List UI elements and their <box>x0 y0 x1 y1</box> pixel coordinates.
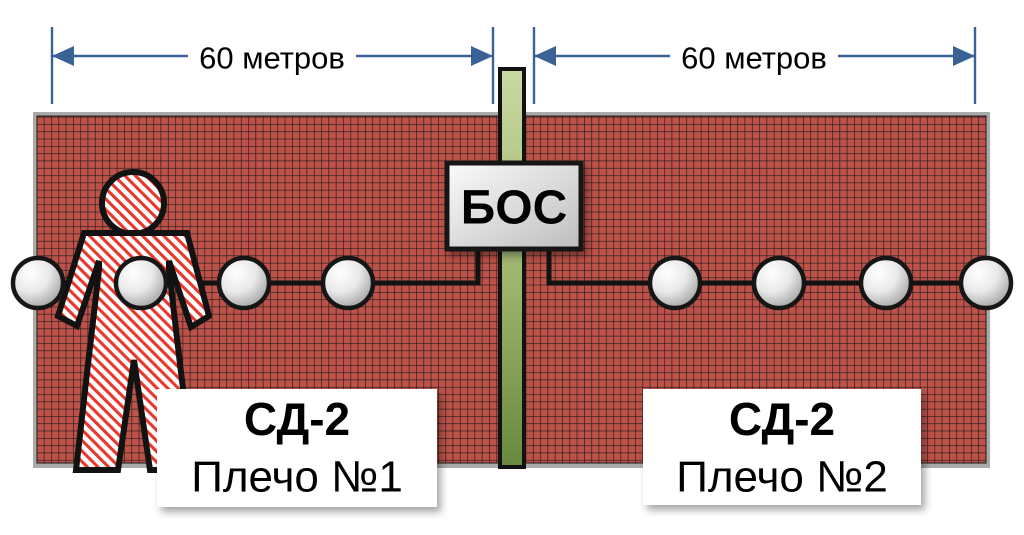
arrowhead-right-icon <box>953 46 975 66</box>
dimension-left: 60 метров <box>50 27 495 104</box>
sensor-node <box>216 255 272 311</box>
arm-label-1: СД-2 Плечо №1 <box>157 389 437 507</box>
sensor-node <box>751 255 807 311</box>
arm-2-title: СД-2 <box>729 393 835 445</box>
dimension-label-backing <box>188 36 356 76</box>
sensor-node <box>10 255 66 311</box>
arm-label-1-card <box>157 389 437 507</box>
sensor-nodes <box>10 255 1014 311</box>
dimension-right-label: 60 метров <box>681 41 827 76</box>
control-unit-box <box>444 160 584 252</box>
arrowhead-right-icon <box>471 46 493 66</box>
control-unit-label: БОС <box>461 182 568 235</box>
dimension-right: 60 метров <box>532 27 977 104</box>
sensor-node <box>858 255 914 311</box>
arm-label-2-card <box>643 389 921 505</box>
sensor-node <box>320 255 376 311</box>
sensor-node <box>647 255 703 311</box>
dimension-left-label: 60 метров <box>199 41 345 76</box>
arm-1-title: СД-2 <box>244 393 350 445</box>
arm-1-subtitle: Плечо №1 <box>191 453 403 502</box>
arm-2-subtitle: Плечо №2 <box>676 453 888 502</box>
center-post <box>498 67 526 469</box>
arm-label-2: СД-2 Плечо №2 <box>643 389 921 505</box>
person-head <box>99 169 167 237</box>
sensor-node <box>958 255 1014 311</box>
control-unit: БОС <box>444 160 584 252</box>
sensor-node <box>113 255 169 311</box>
dimension-label-backing <box>670 36 838 76</box>
arrowhead-left-icon <box>52 46 74 66</box>
arrowhead-left-icon <box>534 46 556 66</box>
sensor-cable-right <box>546 250 987 286</box>
